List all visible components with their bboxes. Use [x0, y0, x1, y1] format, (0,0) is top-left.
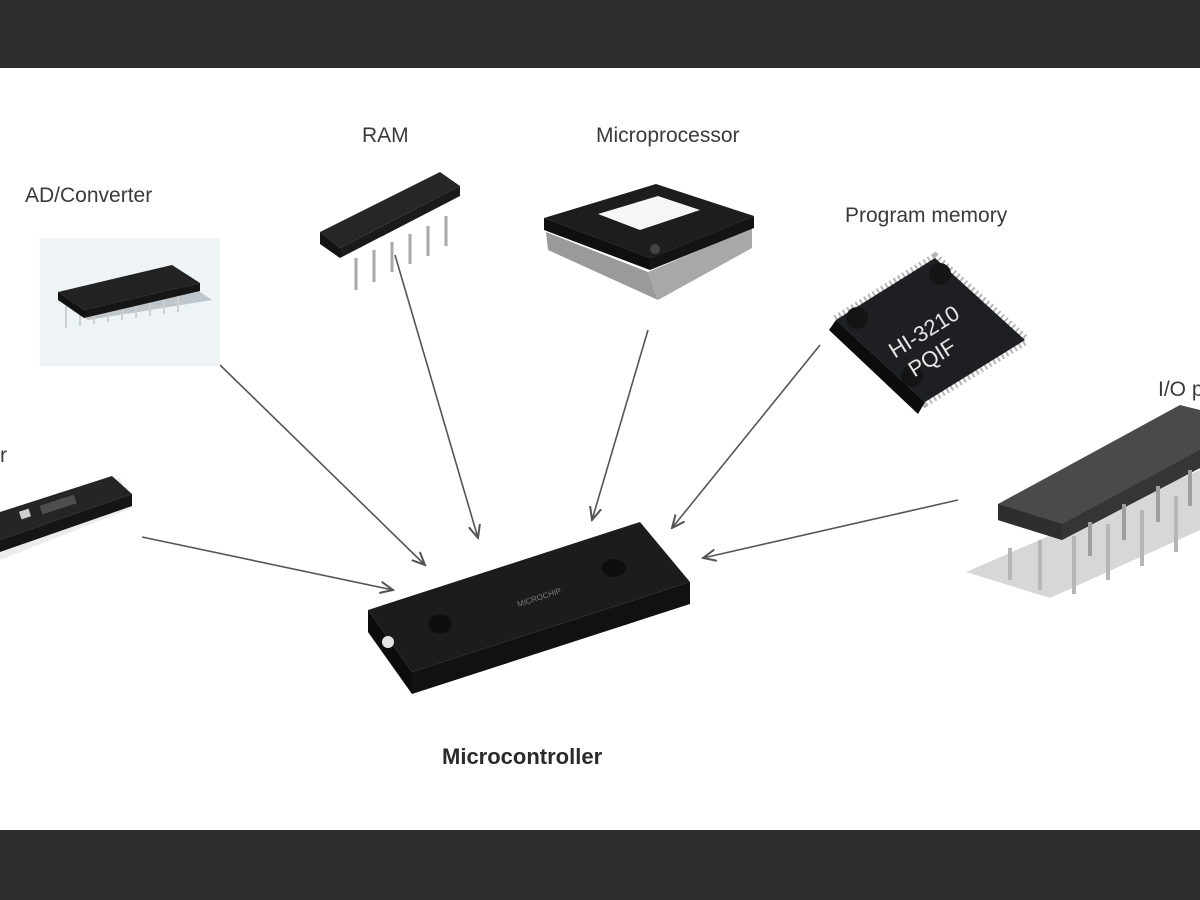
bottom-letterbox-bar [0, 830, 1200, 900]
label-program-memory: Program memory [845, 204, 1008, 227]
io-port-chip [966, 405, 1200, 598]
arrow-program-memory [672, 344, 821, 528]
top-letterbox-bar [0, 0, 1200, 68]
label-ad-converter: AD/Converter [25, 184, 153, 207]
ram-chip [320, 172, 460, 290]
program-memory-chip: HI-3210 PQIF [827, 251, 1034, 414]
arrow-ram [394, 254, 478, 538]
label-left-cropped: r [0, 444, 7, 467]
arrow-io-port [703, 499, 959, 558]
microprocessor-chip [544, 184, 754, 300]
connector-arrows [141, 254, 959, 590]
diagram-artwork: HI-3210 PQIF [0, 172, 1200, 730]
ad-converter-chip [40, 238, 220, 366]
arrow-microprocessor [592, 329, 649, 520]
label-microprocessor: Microprocessor [596, 124, 740, 147]
arrow-timer [141, 536, 393, 590]
label-microcontroller: Microcontroller [442, 744, 603, 769]
diagram-canvas: HI-3210 PQIF [0, 68, 1200, 830]
label-ram: RAM [362, 124, 409, 147]
left-cropped-chip [0, 476, 132, 590]
arrow-ad-converter [219, 364, 425, 565]
microcontroller-chip: MICROCHIP [368, 522, 692, 730]
label-io-port: I/O p [1158, 378, 1200, 401]
